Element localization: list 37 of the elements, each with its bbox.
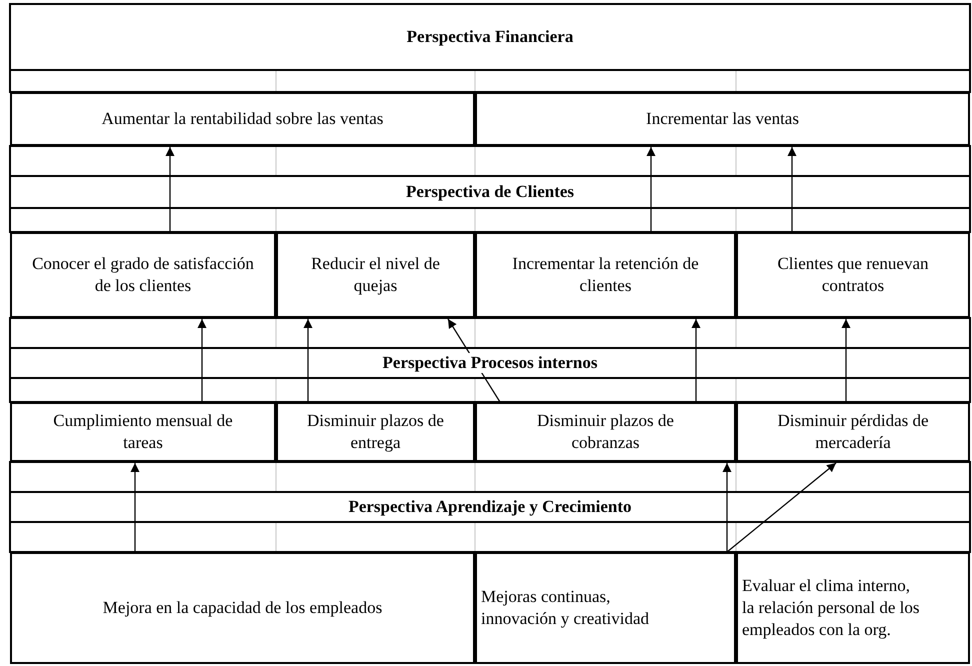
objective-text: Conocer el grado de satisfacción de los clientes [31, 252, 255, 297]
objective-text: Mejoras continuas, innovación y creatividad [481, 586, 650, 630]
arrow [692, 319, 700, 402]
arrow [304, 319, 312, 402]
objective-cell [276, 232, 475, 318]
objective-text: Mejora en la capacidad de los empleados [102, 596, 382, 619]
arrow [130, 463, 140, 552]
objective-text: Disminuir plazos de cobranzas [536, 410, 675, 454]
objective-cell [736, 402, 970, 462]
arrow [726, 462, 836, 552]
objective-cell [475, 232, 736, 318]
arrow [166, 147, 174, 232]
objective-cell [475, 402, 736, 462]
arrow [842, 319, 850, 402]
objective-text: Evaluar el clima interno, la relación personal de los empleados con la org. [742, 574, 920, 642]
objective-text: Reducir el nivel de quejas [310, 252, 441, 297]
objective-text: Incrementar la retención de clientes [511, 252, 700, 297]
objective-cell [475, 92, 970, 146]
arrow [788, 147, 796, 232]
arrow [646, 147, 656, 232]
arrow [198, 319, 206, 402]
section-heading: Perspectiva Procesos internos [380, 352, 600, 374]
objective-cell [10, 402, 276, 462]
objective-text: Incrementar las ventas [646, 108, 799, 130]
objective-cell [736, 552, 970, 664]
objective-text: Cumplimiento mensual de tareas [52, 410, 234, 454]
objective-cell [736, 232, 970, 318]
objective-text: Disminuir pérdidas de mercadería [776, 410, 930, 454]
objective-cell [10, 232, 276, 318]
objective-cell [276, 402, 475, 462]
objective-cell [475, 552, 736, 664]
objective-cell [10, 92, 475, 146]
objective-text: Clientes que renuevan contratos [776, 252, 930, 297]
objective-cell [10, 552, 475, 664]
objective-text: Aumentar la rentabilidad sobre las ventas [102, 108, 384, 130]
objective-text: Disminuir plazos de entrega [306, 410, 445, 454]
arrow [722, 463, 732, 552]
